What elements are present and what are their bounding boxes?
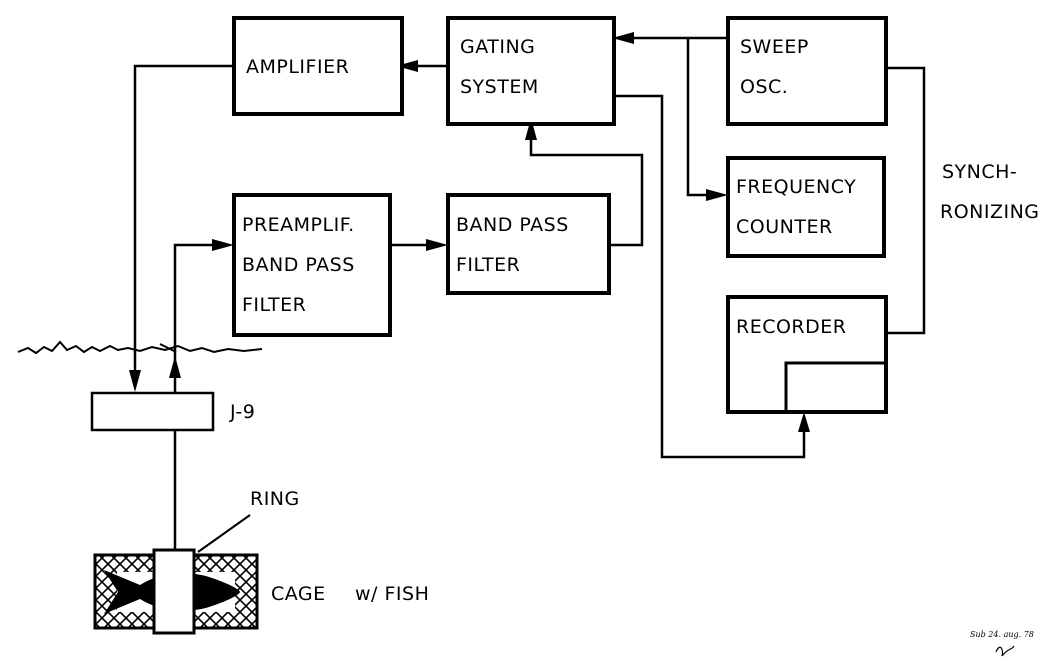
ring-band xyxy=(154,550,194,633)
ring-leader-line xyxy=(198,515,250,552)
preamp-label-2: BAND PASS xyxy=(242,254,355,276)
signature: Sub 24. aug. 78 xyxy=(970,630,1034,639)
transducer-j9: J-9 xyxy=(92,393,255,430)
bandpass-label-2: FILTER xyxy=(456,254,520,276)
ring-up-arrow xyxy=(169,356,181,378)
band-pass-filter-block: BAND PASS FILTER xyxy=(448,195,609,293)
gating-label-2: SYSTEM xyxy=(460,76,539,98)
amp-to-transducer-line xyxy=(135,66,234,385)
counter-label-1: FREQUENCY xyxy=(736,176,856,198)
sweep-label-1: SWEEP xyxy=(740,36,809,58)
cage-with-fish xyxy=(95,550,257,633)
water-surface-line xyxy=(18,342,262,353)
preamplifier-block: PREAMPLIF. BAND PASS FILTER xyxy=(234,195,390,335)
transducer-label: J-9 xyxy=(229,401,255,423)
sweep-to-counter-arrow xyxy=(706,189,728,201)
synch-label-2: RONIZING xyxy=(940,201,1040,223)
amplifier-block: AMPLIFIER xyxy=(234,18,402,114)
gating-label-1: GATING xyxy=(460,36,535,58)
recorder-label: RECORDER xyxy=(736,316,846,338)
ring-label: RING xyxy=(250,488,300,510)
cage-label: CAGE xyxy=(271,583,326,605)
preamp-to-bandpass-arrow xyxy=(426,239,448,251)
bandpass-label-1: BAND PASS xyxy=(456,214,569,236)
amp-to-transducer-arrow xyxy=(129,370,141,392)
signature-mark xyxy=(996,646,1014,656)
gating-to-recorder-arrow xyxy=(798,412,810,432)
frequency-counter-block: FREQUENCY COUNTER xyxy=(728,158,884,256)
fish-label: w/ FISH xyxy=(355,583,429,605)
synch-label-1: SYNCH- xyxy=(942,161,1017,183)
preamp-label-1: PREAMPLIF. xyxy=(242,214,355,236)
sweep-label-2: OSC. xyxy=(740,76,788,98)
preamp-label-3: FILTER xyxy=(242,294,306,316)
sweep-osc-block: SWEEP OSC. xyxy=(728,18,886,124)
synch-line xyxy=(886,68,924,333)
sweep-to-counter-line xyxy=(688,38,722,195)
ring-to-preamp-arrow xyxy=(212,239,234,251)
counter-label-2: COUNTER xyxy=(736,216,833,238)
recorder-block: RECORDER xyxy=(728,297,886,412)
amplifier-label: AMPLIFIER xyxy=(246,56,349,78)
gating-system-block: GATING SYSTEM xyxy=(448,18,614,124)
